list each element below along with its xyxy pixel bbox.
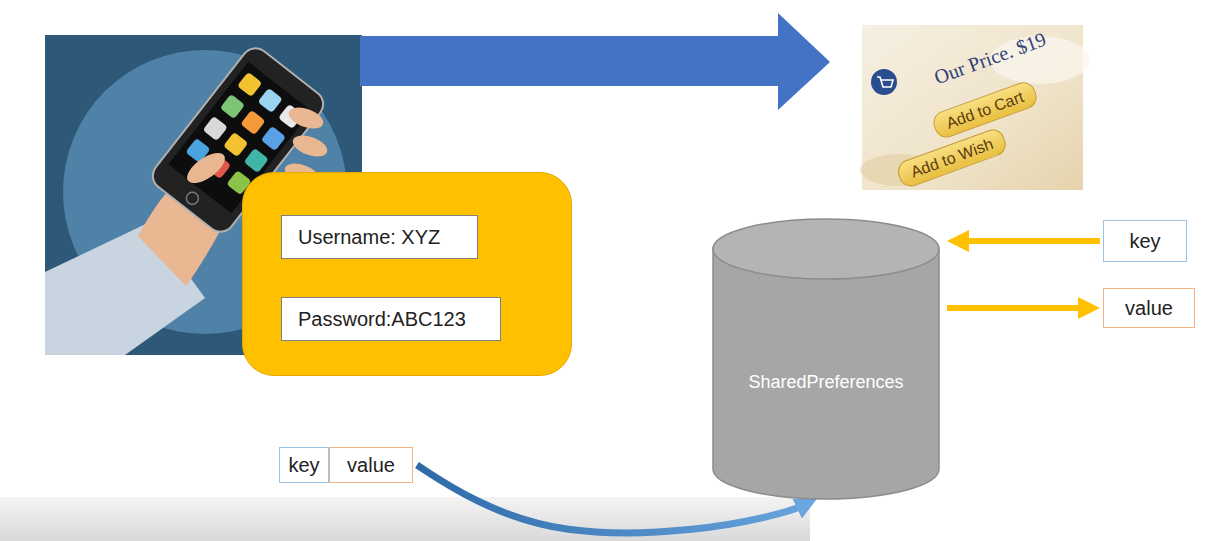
cylinder-top bbox=[713, 219, 939, 279]
node-text: Username: XYZ bbox=[298, 225, 440, 249]
shop-photo bbox=[860, 25, 1090, 190]
cylinder-shape bbox=[712, 218, 940, 500]
node-text: key bbox=[1129, 229, 1160, 253]
bottom-bar bbox=[0, 497, 810, 541]
node-text: value bbox=[347, 453, 395, 477]
photo-text: Our Price. $19 bbox=[931, 27, 1049, 90]
cart-symbol bbox=[877, 77, 893, 87]
flow-arrow bbox=[947, 305, 1089, 311]
price-text: Our Price. $19 bbox=[931, 27, 1049, 90]
value-cell: value bbox=[329, 447, 413, 483]
credentials-panel: Username: XYZ Password:ABC123 bbox=[242, 172, 572, 376]
key-box: key bbox=[1103, 220, 1187, 262]
storage-cylinder: SharedPreferences bbox=[712, 218, 940, 500]
node-text: value bbox=[1125, 296, 1173, 320]
cart-logo bbox=[871, 69, 897, 95]
thumb bbox=[182, 147, 230, 189]
username-field: Username: XYZ bbox=[281, 215, 478, 259]
node-text: Password:ABC123 bbox=[298, 307, 466, 331]
node-text: SharedPreferences bbox=[748, 372, 903, 394]
node-text: key bbox=[288, 453, 319, 477]
password-field: Password:ABC123 bbox=[281, 297, 501, 341]
key-cell: key bbox=[279, 447, 329, 483]
cylinder-body bbox=[713, 248, 939, 499]
flow-arrow-big bbox=[360, 13, 830, 110]
value-box: value bbox=[1103, 288, 1195, 328]
finger bbox=[290, 131, 330, 160]
flow-arrow bbox=[958, 238, 1100, 244]
finger bbox=[286, 103, 326, 132]
